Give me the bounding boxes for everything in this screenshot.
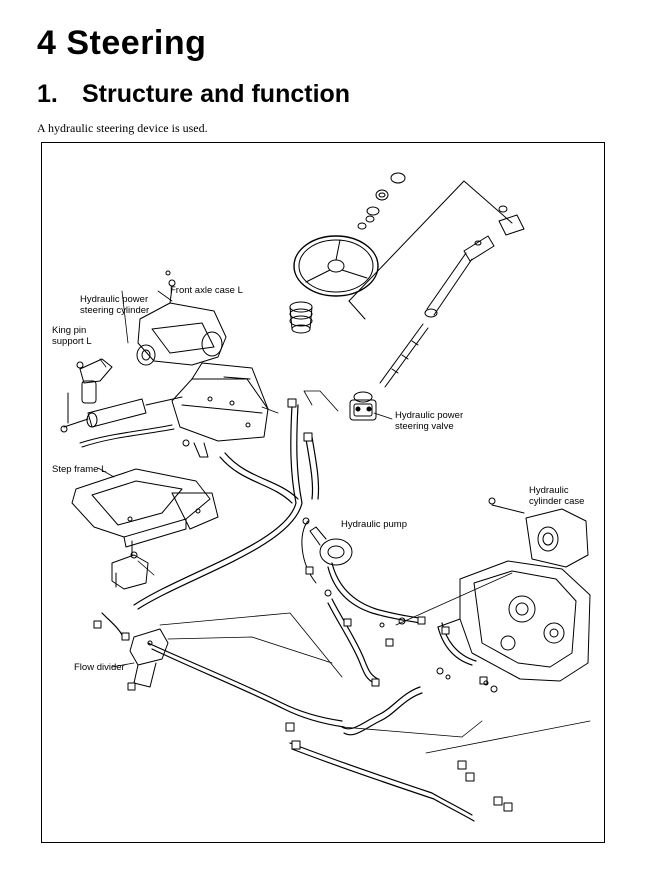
column-boot [289,301,313,334]
power-steering-valve [349,391,377,421]
callout-cylinder-case: Hydraulic cylinder case [529,485,585,507]
steering-exploded-diagram: Front axle case L Hydraulic power steeri… [41,142,605,843]
tie-rod-hose [79,424,173,444]
axle-frame [171,362,269,458]
bolts-and-washers [76,270,498,693]
hydraulic-cylinder-case [488,497,589,568]
front-axle-case [136,287,227,366]
step-frame [71,468,219,548]
section-title: 1. Structure and function [37,80,350,109]
callout-power-steering-cylinder: Hydraulic power steering cylinder [80,294,150,316]
steering-column [379,205,525,388]
steering-wheel [293,235,379,297]
hydraulic-pipes [101,404,477,822]
chapter-number: 4 [37,24,57,62]
callout-flow-divider: Flow divider [74,662,125,673]
flow-divider [129,628,169,688]
chapter-title: 4 Steering [37,24,206,63]
diagram-drawing [60,172,591,822]
section-number: 1. [37,80,58,108]
transmission-case [437,560,591,682]
wheel-cap-parts [357,172,406,230]
king-pin-support [67,358,113,424]
callout-step-frame: Step frame L [52,464,107,475]
section-name: Structure and function [82,80,351,108]
callout-king-pin-support: King pin support L [52,325,92,347]
callout-hydraulic-pump: Hydraulic pump [341,519,407,530]
pipe-fittings [93,398,513,812]
chapter-name: Steering [66,24,207,62]
callout-power-steering-valve: Hydraulic power steering valve [395,410,464,432]
leader-lines [97,290,591,754]
callout-front-axle-case: Front axle case L [170,285,243,296]
power-steering-cylinder [60,396,183,433]
hydraulic-pump [301,520,353,584]
intro-text: A hydraulic steering device is used. [37,121,208,135]
